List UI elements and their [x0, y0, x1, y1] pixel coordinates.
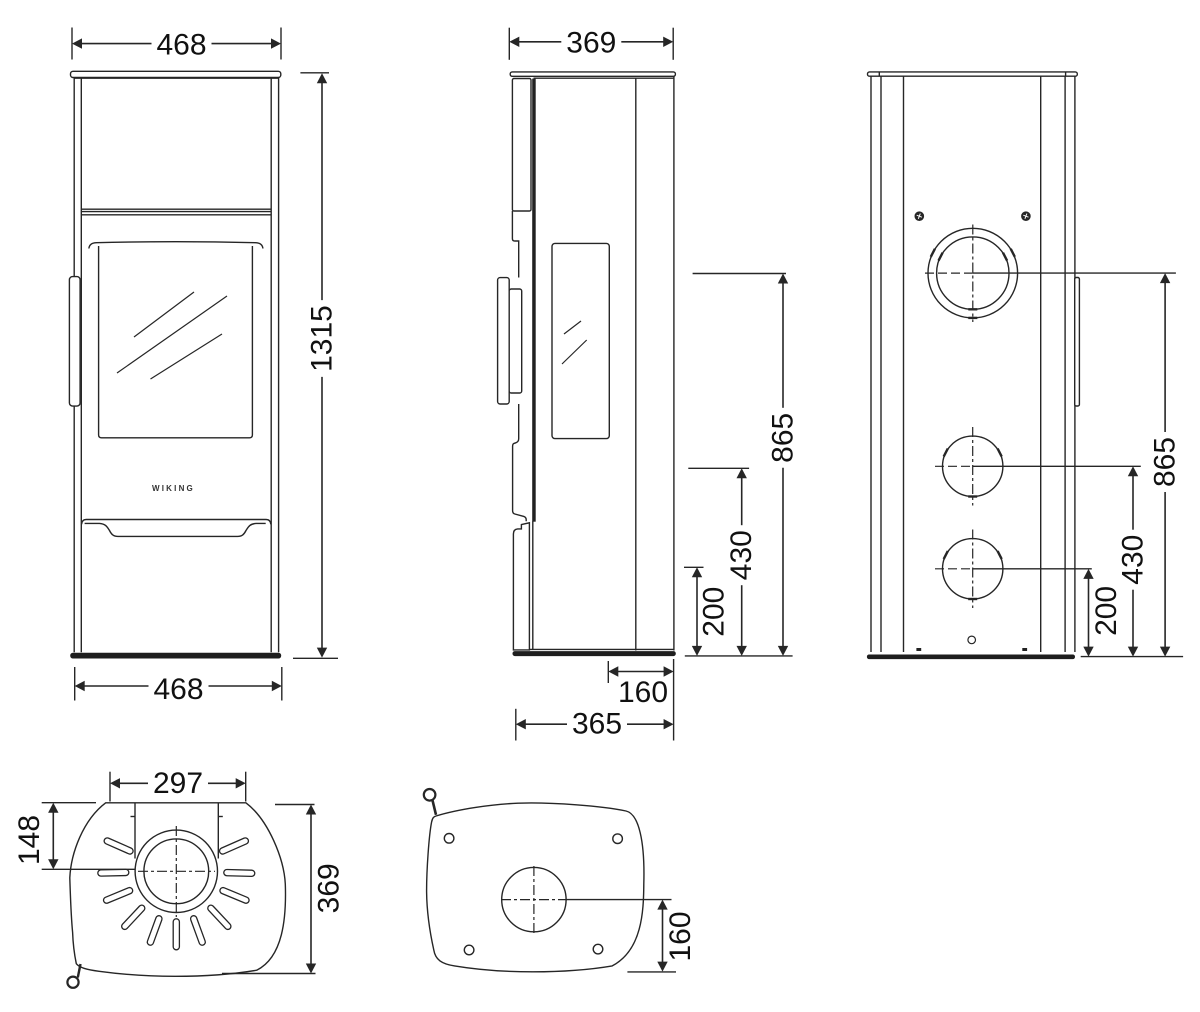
- svg-text:160: 160: [618, 676, 668, 709]
- svg-text:148: 148: [13, 815, 46, 865]
- svg-text:865: 865: [767, 413, 800, 463]
- svg-text:1315: 1315: [306, 305, 339, 372]
- svg-text:365: 365: [572, 708, 622, 741]
- svg-text:468: 468: [156, 28, 206, 61]
- svg-text:468: 468: [153, 673, 203, 706]
- svg-text:430: 430: [1117, 535, 1150, 585]
- svg-text:200: 200: [1090, 586, 1123, 636]
- svg-text:160: 160: [664, 911, 697, 961]
- svg-text:865: 865: [1149, 437, 1182, 487]
- svg-text:430: 430: [725, 530, 758, 580]
- svg-text:369: 369: [566, 27, 616, 60]
- svg-text:200: 200: [698, 587, 731, 637]
- svg-text:369: 369: [313, 863, 346, 913]
- svg-text:297: 297: [153, 767, 203, 800]
- svg-text:WIKING: WIKING: [152, 484, 195, 493]
